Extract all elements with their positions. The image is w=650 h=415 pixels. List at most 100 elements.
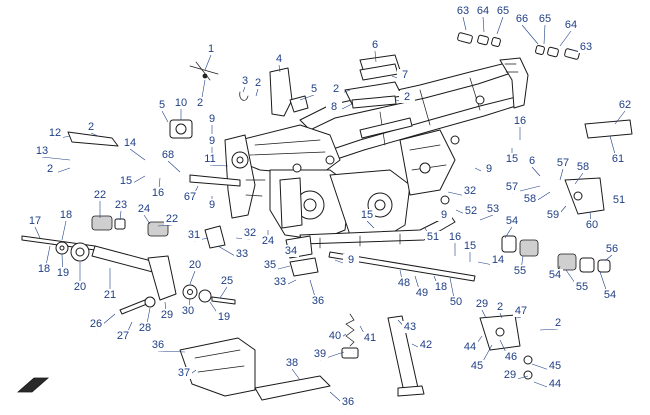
- callout-background: [397, 69, 413, 81]
- callout-background: [475, 5, 491, 17]
- callout-number: 55: [514, 265, 526, 277]
- callout-background: [202, 153, 218, 165]
- callout-number: 7: [402, 69, 408, 81]
- callout-background: [216, 311, 232, 323]
- callout-background: [617, 99, 633, 111]
- callout-number: 47: [515, 305, 527, 317]
- leader-line: [34, 226, 41, 239]
- callout-background: [102, 289, 118, 301]
- leader-line: [204, 54, 212, 71]
- callout-number: 41: [364, 332, 376, 344]
- rear-spacer-set-left: [457, 32, 501, 47]
- callout-number: 22: [166, 213, 178, 225]
- callout-background: [242, 227, 258, 239]
- callout-background: [463, 205, 479, 217]
- leader-line: [462, 16, 467, 31]
- callout-number: 54: [549, 269, 561, 281]
- callout-number: 54: [604, 289, 616, 301]
- clip-3: [239, 91, 249, 101]
- callout-background: [137, 322, 153, 334]
- callout-number: 58: [577, 161, 589, 173]
- long-bolt-48-50: [328, 251, 476, 282]
- callout-number: 64: [565, 19, 577, 31]
- callout-background: [574, 281, 590, 293]
- callout-number: 58: [524, 193, 536, 205]
- callout-background: [283, 245, 299, 257]
- callout-background: [115, 330, 131, 342]
- callout-number: 4: [276, 53, 282, 65]
- callout-number: 20: [189, 259, 201, 271]
- callout-number: 15: [120, 175, 132, 187]
- callout-number: 9: [209, 199, 215, 211]
- callout-number: 14: [492, 254, 504, 266]
- callout-number: 24: [262, 235, 274, 247]
- leader-line: [499, 312, 503, 319]
- leader-line: [209, 164, 229, 167]
- callout-number: 10: [175, 97, 187, 109]
- callout-background: [187, 259, 203, 271]
- plate-61: [584, 119, 633, 139]
- callout-background: [545, 209, 561, 221]
- main-frame: [224, 54, 529, 249]
- callout-background: [271, 53, 287, 65]
- callout-background: [362, 332, 378, 344]
- callout-background: [262, 259, 278, 271]
- callout-background: [547, 360, 563, 372]
- callout-background: [340, 396, 356, 408]
- callout-number: 44: [464, 341, 476, 353]
- callout-number: 2: [197, 97, 203, 109]
- leader-line: [504, 226, 513, 239]
- leader-line: [167, 160, 181, 173]
- leader-line: [255, 88, 259, 97]
- callout-number: 66: [516, 13, 528, 25]
- callout-number: 9: [486, 163, 492, 175]
- callout-number: 12: [49, 127, 61, 139]
- callout-number: 2: [88, 121, 94, 133]
- callout-background: [88, 318, 104, 330]
- callout-background: [42, 163, 58, 175]
- callout-number: 14: [124, 137, 136, 149]
- callout-number: 18: [435, 281, 447, 293]
- callout-number: 44: [549, 378, 561, 390]
- callout-background: [414, 287, 430, 299]
- callout-number: 45: [471, 360, 483, 372]
- callout-number: 39: [314, 348, 326, 360]
- callout-background: [604, 243, 620, 255]
- callout-background: [326, 101, 342, 113]
- bracket-31: [204, 225, 226, 249]
- callout-number: 42: [420, 339, 432, 351]
- leader-line: [605, 254, 613, 261]
- callout-background: [136, 203, 152, 215]
- leader-line: [479, 214, 494, 221]
- callout-number: 24: [138, 203, 150, 215]
- callout-background: [602, 289, 618, 301]
- callout-number: 62: [619, 99, 631, 111]
- callout-number: 49: [416, 287, 428, 299]
- leader-line: [61, 220, 67, 241]
- callout-number: 22: [94, 189, 106, 201]
- callout-background: [578, 41, 594, 53]
- callout-background: [469, 360, 485, 372]
- strap-part: [189, 61, 219, 81]
- callout-background: [418, 339, 434, 351]
- callout-number: 19: [218, 311, 230, 323]
- callout-number: 33: [274, 276, 286, 288]
- callout-number: 21: [104, 289, 116, 301]
- callout-number: 17: [29, 215, 41, 227]
- callout-background: [367, 39, 383, 51]
- callout-number: 32: [244, 227, 256, 239]
- callout-background: [83, 121, 99, 133]
- callout-number: 2: [47, 163, 53, 175]
- leader-line: [157, 224, 173, 227]
- callout-number: 45: [549, 360, 561, 372]
- callout-background: [122, 137, 138, 149]
- callout-background: [563, 19, 579, 31]
- callout-background: [547, 378, 563, 390]
- callout-background: [34, 145, 50, 157]
- callout-number: 34: [285, 245, 297, 257]
- leader-line: [90, 132, 99, 137]
- callout-background: [204, 199, 220, 211]
- callout-number: 35: [264, 259, 276, 271]
